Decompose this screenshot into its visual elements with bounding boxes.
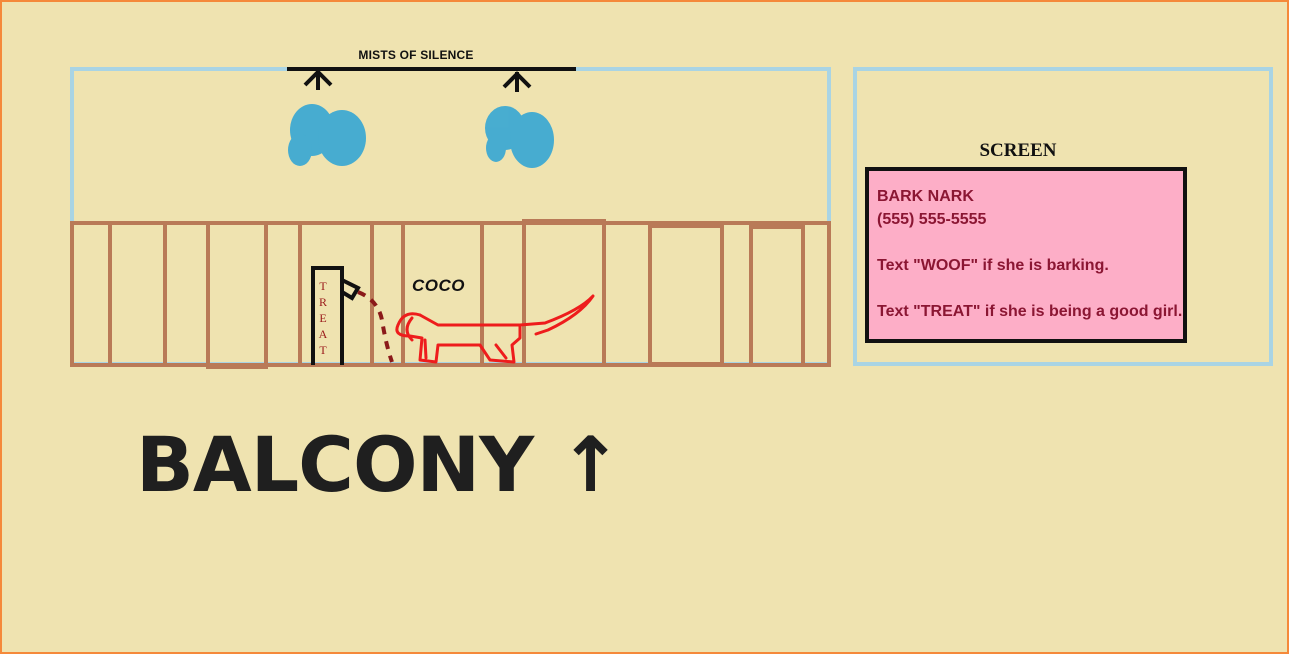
balcony-label: BALCONY ↑	[136, 420, 623, 509]
screen-title: SCREEN	[979, 140, 1057, 161]
treat-post-label: TREAT	[318, 279, 328, 357]
screen-line-phone: (555) 555-5555	[877, 211, 987, 228]
balcony-text: BALCONY	[136, 420, 534, 509]
leash	[357, 290, 394, 363]
mist-cloud-left-icon	[288, 104, 366, 166]
arrow-up-icon: ↑	[558, 420, 623, 509]
mist-sprayer-icon	[287, 67, 576, 92]
balcony-railing	[70, 219, 831, 369]
screen-line-woof-instruction: Text "WOOF" if she is barking.	[877, 257, 1109, 274]
treat-post	[311, 266, 361, 365]
screen-line-treat-instruction: Text "TREAT" if she is being a good girl…	[877, 303, 1183, 320]
mist-cloud-right-icon	[485, 106, 554, 168]
dog-icon	[395, 294, 595, 364]
dog-name-label: COCO	[412, 276, 465, 295]
screen-line-spacer	[877, 231, 1183, 254]
screen-display: BARK NARK (555) 555-5555 Text "WOOF" if …	[865, 167, 1187, 343]
balcony-room-outline	[70, 67, 831, 366]
screen-line-spacer	[877, 277, 1183, 300]
screen-room-outline	[853, 67, 1273, 366]
mists-label: MISTS OF SILENCE	[358, 48, 474, 62]
screen-line-service-name: BARK NARK	[877, 188, 974, 205]
